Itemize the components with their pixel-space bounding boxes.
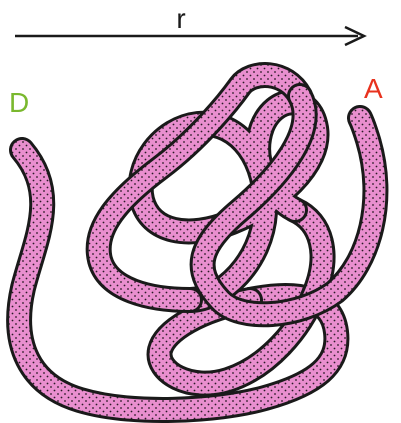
- start-label-a: A: [364, 73, 383, 104]
- knotted-strand: [19, 75, 375, 410]
- end-label-d: D: [9, 87, 29, 118]
- arrow-label: r: [176, 3, 185, 34]
- distance-arrow: r: [15, 3, 364, 45]
